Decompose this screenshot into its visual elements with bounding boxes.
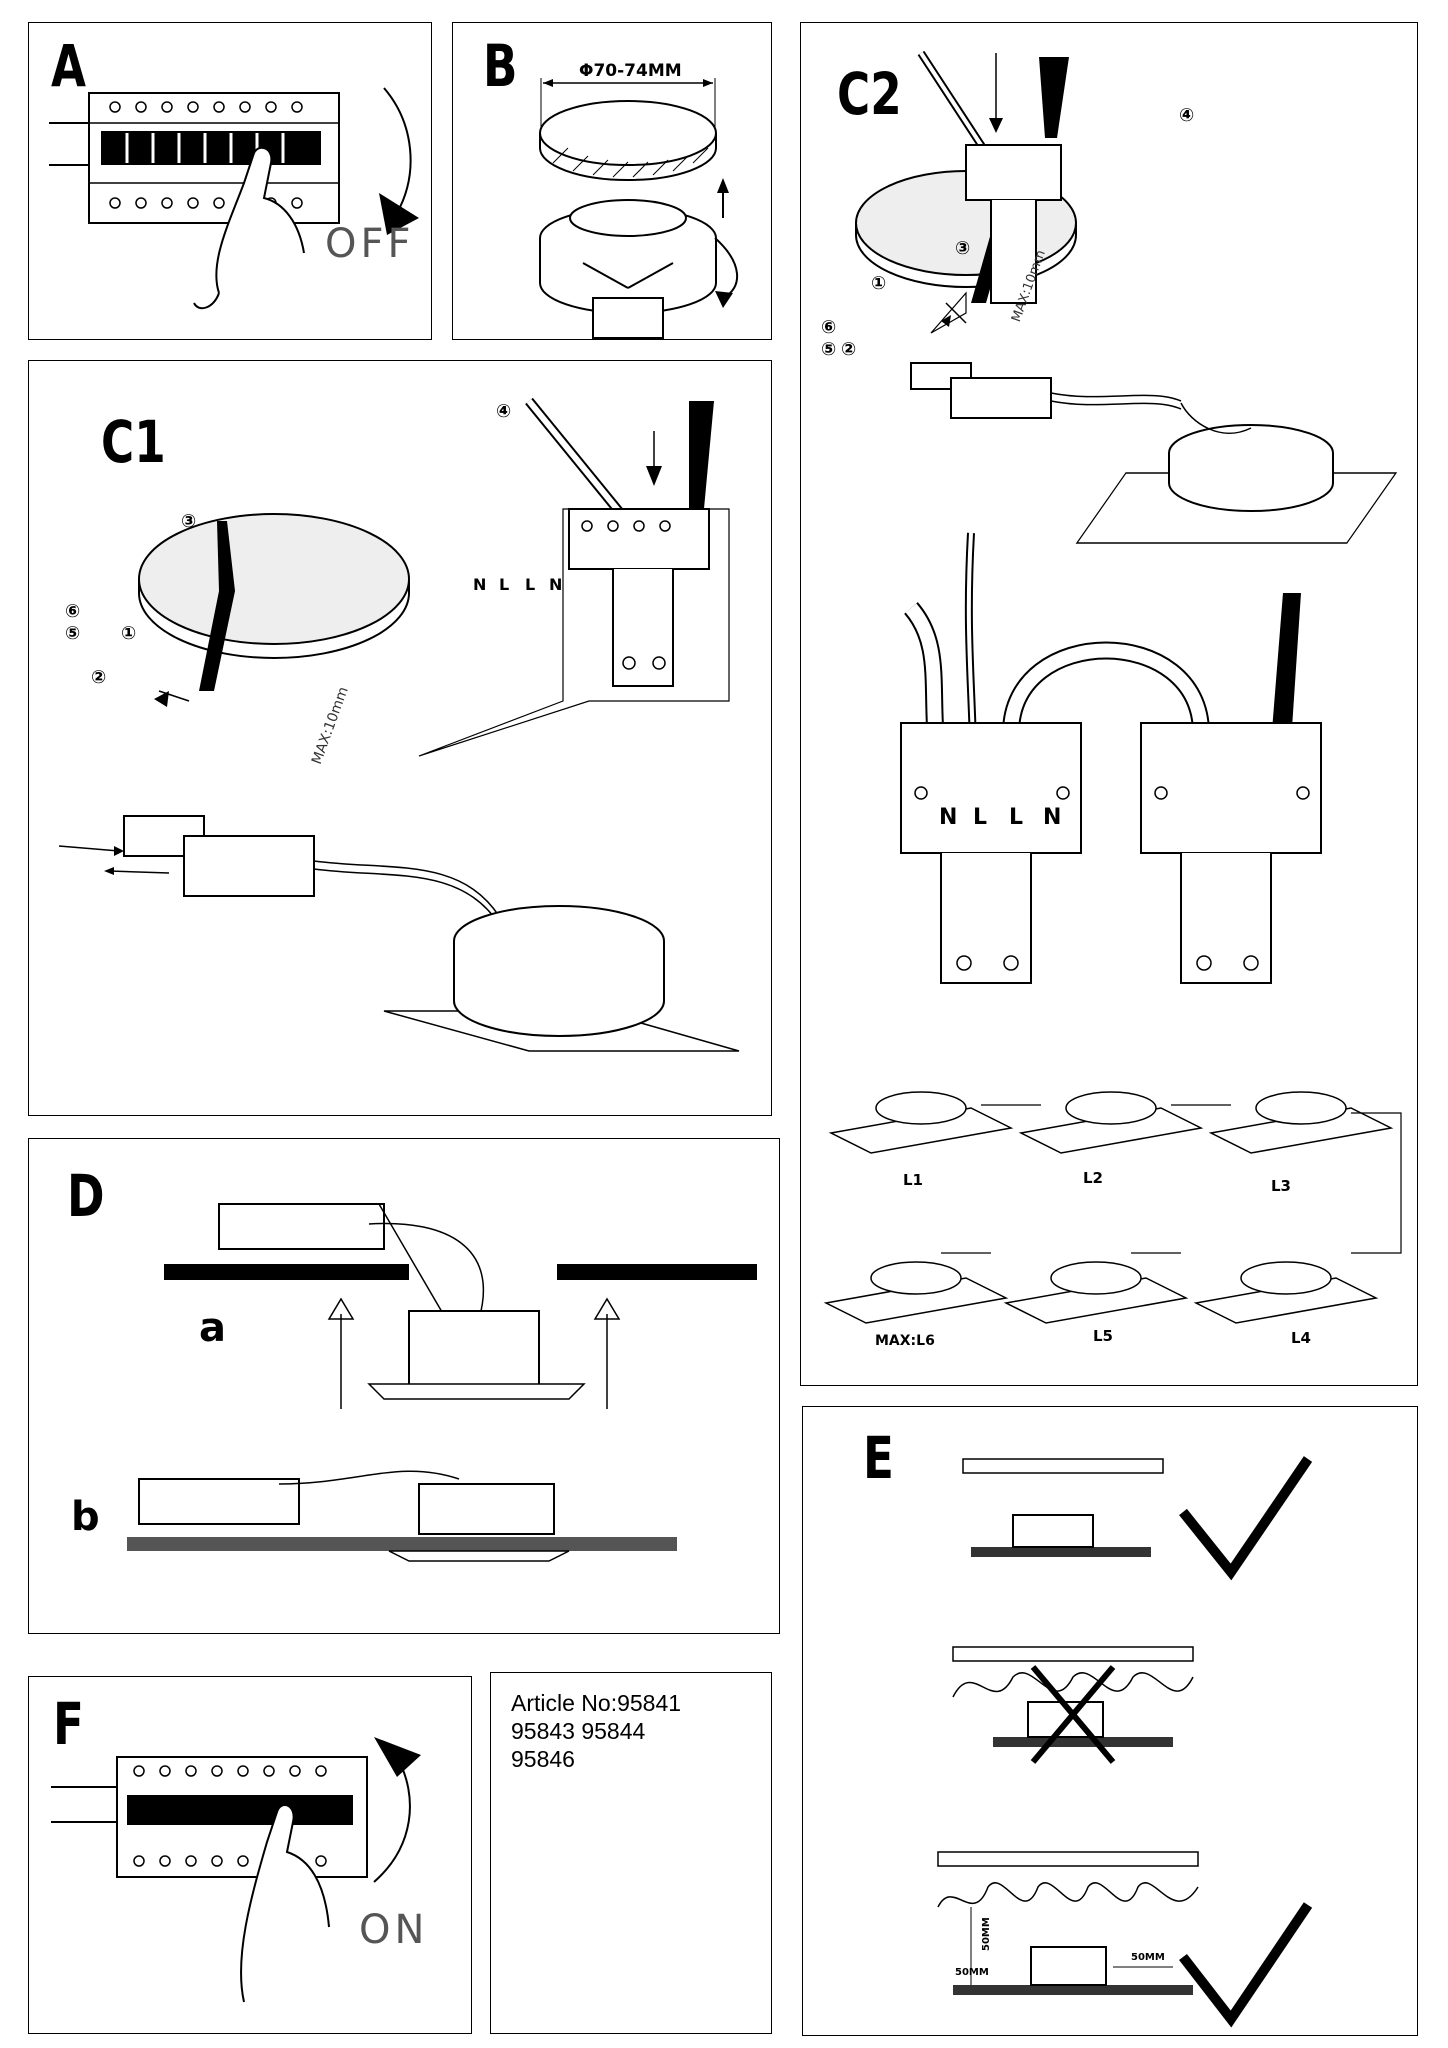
- c2-step-marker-4: ④: [1179, 105, 1195, 126]
- e-clearance-illustration: [937, 1456, 1313, 2028]
- article-box: Article No:95841 95843 95844 95846: [490, 1672, 772, 2034]
- breaker-off-illustration: [49, 87, 419, 310]
- c2-step-marker-3: ③: [955, 238, 971, 259]
- panel-c1-letter: C1: [101, 408, 166, 476]
- c2-step-marker-2: ②: [841, 339, 857, 360]
- c1-wiring-illustration: [58, 397, 740, 1052]
- c2-wiring-illustration: [823, 50, 1402, 1324]
- panel-c2: C2: [800, 22, 1418, 1386]
- off-label: OFF: [325, 221, 415, 267]
- d-installation-illustration: [127, 1203, 757, 1562]
- chain-label-l3: L3: [1271, 1177, 1291, 1195]
- c2-terminal-l1: L: [973, 805, 988, 830]
- panel-d-letter: D: [67, 1162, 105, 1230]
- panel-c2-letter: C2: [837, 60, 902, 128]
- article-line-3: 95846: [511, 1746, 575, 1772]
- c1-step-marker-4: ④: [496, 401, 512, 422]
- article-line-1: Article No:95841: [511, 1690, 682, 1716]
- c2-step-marker-1: ①: [871, 273, 887, 294]
- c2-terminal-l2: L: [1009, 805, 1024, 830]
- sub-label-b: b: [71, 1494, 100, 1540]
- c2-step-marker-5: ⑤: [821, 339, 837, 360]
- panel-e-letter: E: [863, 1424, 894, 1492]
- panel-f-letter: F: [53, 1690, 84, 1758]
- panel-d: D a b: [28, 1138, 780, 1634]
- panel-b-letter: B: [483, 32, 518, 100]
- c1-step-marker-6: ⑥: [65, 601, 81, 622]
- chain-label-l6: MAX:L6: [875, 1333, 935, 1349]
- sub-label-a: a: [199, 1305, 226, 1351]
- clearance-label-right: 50MM: [1131, 1952, 1165, 1963]
- breaker-on-illustration: [51, 1737, 421, 2003]
- c1-terminal-n1: N: [473, 575, 487, 594]
- c1-terminal-n2: N: [549, 575, 563, 594]
- diameter-label: Φ70-74MM: [579, 61, 682, 81]
- panel-a-letter: A: [51, 32, 87, 100]
- panel-a: A OFF: [28, 22, 432, 340]
- c1-terminal-l2: L: [525, 575, 536, 594]
- c2-terminal-n2: N: [1043, 805, 1062, 830]
- chain-label-l4: L4: [1291, 1329, 1311, 1347]
- article-line-2: 95843 95844: [511, 1718, 646, 1744]
- c1-terminal-l1: L: [499, 575, 510, 594]
- clearance-label-top: 50MM: [981, 1917, 992, 1951]
- c1-step-marker-5: ⑤: [65, 623, 81, 644]
- clearance-label-side: 50MM: [955, 1967, 989, 1978]
- cutout-illustration: [539, 78, 738, 339]
- c1-step-marker-2: ②: [91, 667, 107, 688]
- chain-label-l1: L1: [903, 1171, 923, 1189]
- article-info: Article No:95841 95843 95844 95846: [511, 1689, 681, 1773]
- chain-label-l5: L5: [1093, 1327, 1113, 1345]
- on-label: ON: [359, 1907, 429, 1953]
- c1-step-marker-1: ①: [121, 623, 137, 644]
- c1-step-marker-3: ③: [181, 511, 197, 532]
- panel-f: F ON: [28, 1676, 472, 2034]
- c2-step-marker-6: ⑥: [821, 317, 837, 338]
- panel-b: B Φ70-74MM: [452, 22, 772, 340]
- panel-e: E 50MM 50MM 50MM: [802, 1406, 1418, 2036]
- chain-label-l2: L2: [1083, 1169, 1103, 1187]
- c2-terminal-n1: N: [939, 805, 958, 830]
